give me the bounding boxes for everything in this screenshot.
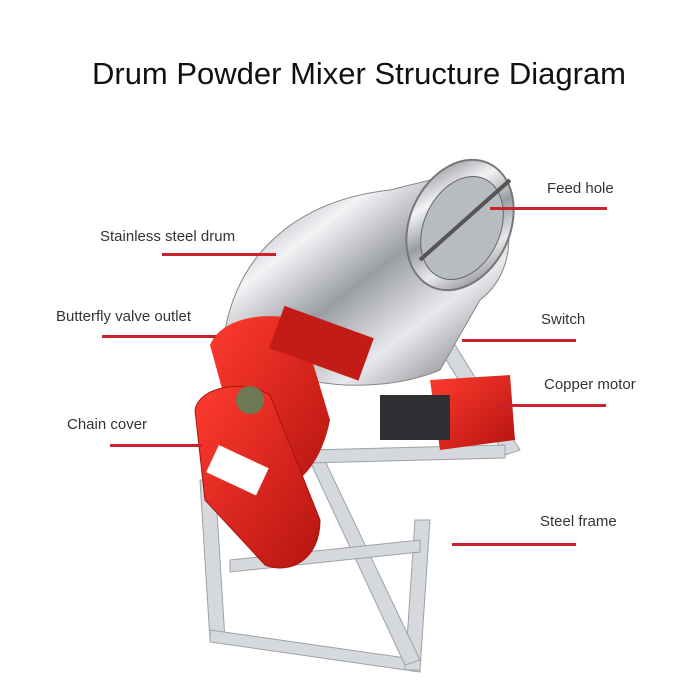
label-stainless-steel-drum: Stainless steel drum	[100, 228, 236, 245]
label-steel-frame: Steel frame	[540, 513, 617, 530]
leader-line-steel-frame	[452, 543, 576, 546]
leader-line-switch	[462, 339, 576, 342]
chain-cover	[194, 305, 374, 569]
label-feed-hole: Feed hole	[547, 180, 614, 197]
label-butterfly-valve-outlet: Butterfly valve outlet	[56, 308, 192, 325]
label-copper-motor: Copper motor	[544, 376, 636, 393]
leader-line-stainless-steel-drum	[162, 253, 276, 256]
label-chain-cover: Chain cover	[67, 416, 148, 433]
leader-line-chain-cover	[110, 444, 202, 447]
label-switch: Switch	[541, 311, 586, 328]
copper-motor	[380, 375, 515, 450]
leader-line-butterfly-valve-outlet	[102, 335, 216, 338]
leader-line-feed-hole	[490, 207, 607, 210]
leader-line-copper-motor	[495, 404, 606, 407]
diagram-title: Drum Powder Mixer Structure Diagram	[91, 56, 627, 91]
